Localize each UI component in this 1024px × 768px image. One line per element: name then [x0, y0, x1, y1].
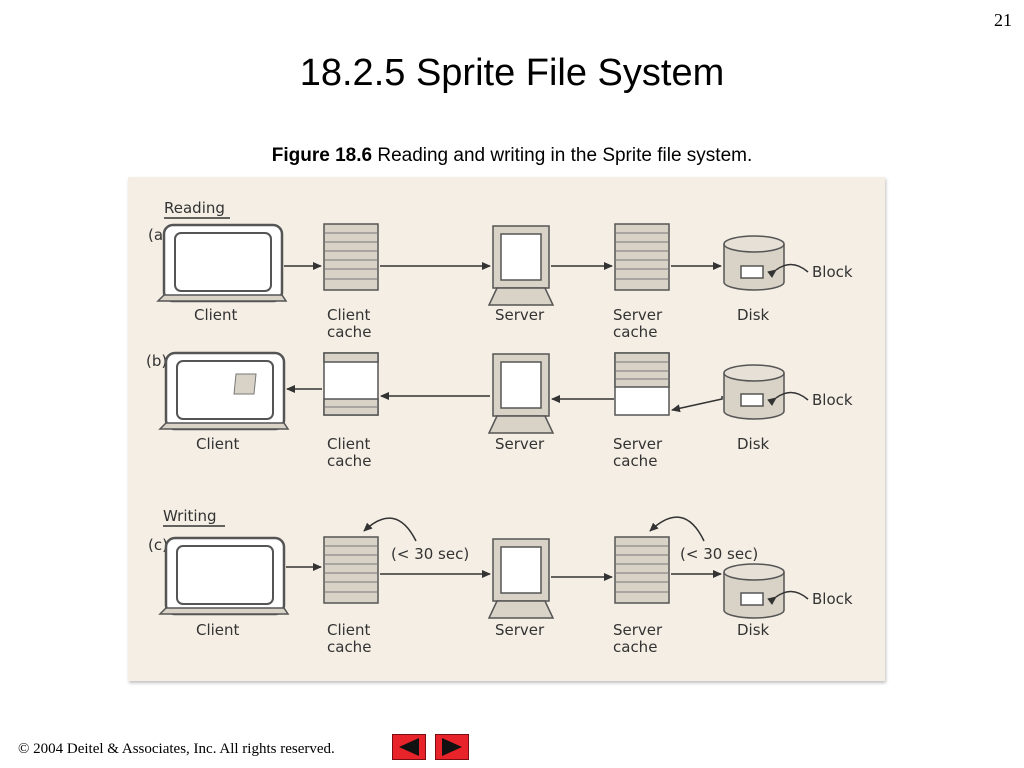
next-slide-button[interactable] [435, 734, 469, 760]
triangle-left-icon [399, 738, 419, 756]
row-c-tag: (c) [148, 536, 168, 554]
disk-icon [723, 364, 785, 420]
server-label: Server [495, 306, 545, 324]
block-marker [740, 393, 764, 407]
client-monitor-icon [158, 351, 290, 431]
block-label: Block [812, 391, 853, 409]
row-b: (b) Client Client cache Server [146, 351, 853, 470]
client-monitor-icon [156, 223, 288, 303]
client-label: Client [196, 621, 240, 639]
slide-title: 18.2.5 Sprite File System [299, 52, 725, 94]
previous-slide-button[interactable] [392, 734, 426, 760]
sprite-diagram: Reading Writing (a) Client Client cache [128, 177, 885, 681]
client-label: Client [196, 435, 240, 453]
server-cache-label-line2: cache [613, 323, 657, 341]
client-cache-label-line2: cache [327, 452, 371, 470]
triangle-right-icon [442, 738, 462, 756]
client-cache-label-line1: Client [327, 435, 371, 453]
disk-label: Disk [737, 621, 770, 639]
disk-icon [723, 563, 785, 619]
row-b-tag: (b) [146, 352, 167, 370]
server-cache-label-line2: cache [613, 452, 657, 470]
server-cache-label-line1: Server [613, 621, 663, 639]
client-monitor-icon [158, 536, 290, 616]
delay-arrow-server [649, 516, 705, 542]
server-icon [487, 353, 555, 434]
block-marker [740, 592, 764, 606]
server-cache-label-line1: Server [613, 306, 663, 324]
disk-label: Disk [737, 306, 770, 324]
delay-arrow-client [363, 517, 417, 542]
block-marker [740, 265, 764, 279]
client-label: Client [194, 306, 238, 324]
client-cache-label-line1: Client [327, 306, 371, 324]
server-cache-label-line2: cache [613, 638, 657, 656]
server-cache-label-line1: Server [613, 435, 663, 453]
copyright-footer: © 2004 Deitel & Associates, Inc. All rig… [18, 741, 335, 757]
client-cache-label-line2: cache [327, 638, 371, 656]
writing-heading: Writing [163, 507, 217, 525]
server-icon [487, 225, 555, 306]
figure-caption: Figure 18.6 Reading and writing in the S… [0, 145, 1024, 167]
client-cache-icon [323, 536, 379, 604]
delay-label-client: (< 30 sec) [391, 545, 469, 563]
block-pointer [767, 391, 809, 406]
client-cache-icon [323, 223, 379, 291]
server-label: Server [495, 435, 545, 453]
disk-icon [723, 235, 785, 291]
server-icon [487, 538, 555, 619]
row-c: (c) Client Client cache (< 30 sec) Serve… [148, 516, 853, 656]
client-cache-label-line1: Client [327, 621, 371, 639]
figure-caption-text: Reading and writing in the Sprite file s… [372, 145, 753, 166]
block-pointer [767, 263, 809, 278]
client-cache-icon [323, 352, 379, 416]
server-label: Server [495, 621, 545, 639]
row-a: (a) Client Client cache Server [148, 223, 853, 341]
figure-caption-label: Figure 18.6 [271, 145, 373, 166]
slide-number: 21 [994, 10, 1012, 30]
disk-label: Disk [737, 435, 770, 453]
server-cache-icon [614, 352, 670, 416]
delay-label-server: (< 30 sec) [680, 545, 758, 563]
block-label: Block [812, 590, 853, 608]
server-cache-icon [614, 536, 670, 604]
server-cache-icon [614, 223, 670, 291]
block-label: Block [812, 263, 853, 281]
cached-block-on-screen [233, 373, 257, 395]
client-cache-label-line2: cache [327, 323, 371, 341]
block-pointer [767, 590, 809, 605]
reading-heading: Reading [164, 199, 225, 217]
arrow-disk-to-server-cache [671, 396, 723, 413]
